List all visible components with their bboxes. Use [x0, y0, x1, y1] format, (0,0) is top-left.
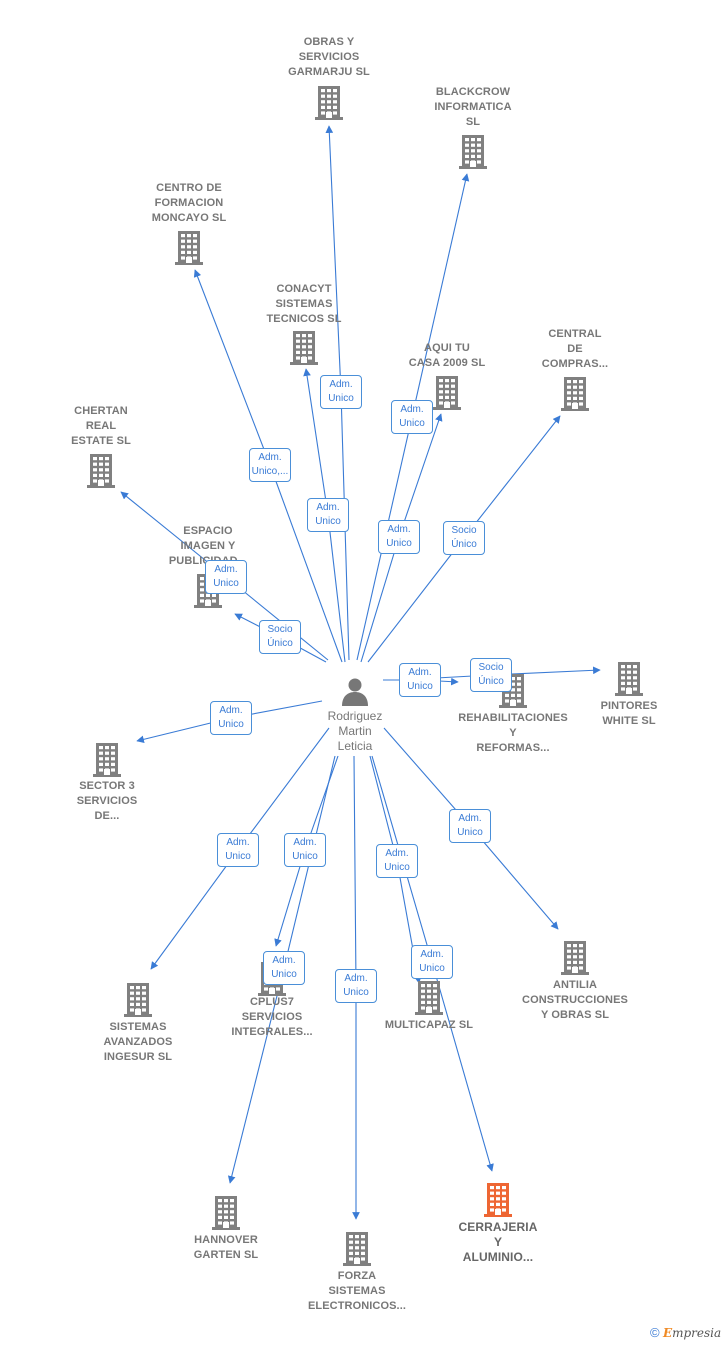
company-label[interactable]: HANNOVER GARTEN SL — [193, 1234, 259, 1261]
building-icon[interactable] — [264, 83, 394, 123]
building-icon[interactable] — [510, 941, 640, 975]
company-node-conacyt[interactable]: CONACYT SISTEMAS TECNICOS SL — [239, 282, 369, 365]
relation-badge-pintores[interactable]: Socio Único — [470, 658, 512, 692]
company-node-rehab[interactable]: REHABILITACIONES Y REFORMAS... — [448, 671, 578, 756]
company-label[interactable]: CONACYT SISTEMAS TECNICOS SL — [266, 283, 342, 325]
person-icon[interactable] — [315, 676, 395, 706]
company-node-blackcrow[interactable]: BLACKCROW INFORMATICA SL — [408, 85, 538, 169]
company-label[interactable]: MULTICAPAZ SL — [384, 1019, 474, 1031]
company-label[interactable]: CPLUS7 SERVICIOS INTEGRALES... — [231, 996, 313, 1038]
company-node-obras[interactable]: OBRAS Y SERVICIOS GARMARJU SL — [264, 35, 394, 120]
relation-badge-obras[interactable]: Adm. Unico — [320, 375, 362, 409]
company-node-forza[interactable]: FORZA SISTEMAS ELECTRONICOS... — [292, 1229, 422, 1314]
relation-badge-centro[interactable]: Adm. Unico,... — [249, 448, 291, 482]
company-node-chertan[interactable]: CHERTAN REAL ESTATE SL — [36, 404, 166, 488]
company-node-aquitu[interactable]: AQUI TU CASA 2009 SL — [382, 341, 512, 410]
building-icon[interactable] — [124, 228, 254, 268]
building-icon[interactable] — [36, 451, 166, 491]
relation-badge-multicapaz[interactable]: Adm. Unico — [376, 844, 418, 878]
building-icon[interactable] — [73, 983, 203, 1017]
company-node-central[interactable]: CENTRAL DE COMPRAS... — [510, 327, 640, 411]
person-label[interactable]: Rodriguez Martin Leticia — [327, 709, 383, 753]
company-label[interactable]: CENTRAL DE COMPRAS... — [541, 328, 609, 370]
building-icon[interactable] — [292, 1232, 422, 1266]
company-label[interactable]: CHERTAN REAL ESTATE SL — [71, 405, 131, 447]
brand-logo: Empresia — [662, 1326, 722, 1340]
company-node-sector3[interactable]: SECTOR 3 SERVICIOS DE... — [42, 740, 172, 824]
building-icon[interactable] — [382, 373, 512, 413]
company-node-cerrajeria[interactable]: CERRAJERIA Y ALUMINIO... — [433, 1180, 563, 1265]
company-label[interactable]: SECTOR 3 SERVICIOS DE... — [76, 780, 138, 822]
relation-badge-espacio[interactable]: Socio Único — [259, 620, 301, 654]
relation-badge-hannover[interactable]: Adm. Unico — [263, 951, 305, 985]
relation-badge-aquitu[interactable]: Adm. Unico — [378, 520, 420, 554]
company-label[interactable]: CENTRO DE FORMACION MONCAYO SL — [151, 182, 227, 224]
relation-badge-blackcrow[interactable]: Adm. Unico — [391, 400, 433, 434]
relation-badge-sistemas[interactable]: Adm. Unico — [217, 833, 259, 867]
company-node-sistemas[interactable]: SISTEMAS AVANZADOS INGESUR SL — [73, 980, 203, 1065]
building-icon[interactable] — [408, 132, 538, 172]
relation-badge-chertan[interactable]: Adm. Unico — [205, 560, 247, 594]
building-icon[interactable] — [448, 674, 578, 708]
building-icon[interactable] — [161, 1196, 291, 1230]
company-label[interactable]: ANTILIA CONSTRUCCIONES Y OBRAS SL — [522, 979, 628, 1021]
company-label[interactable]: CERRAJERIA Y ALUMINIO... — [458, 1220, 538, 1264]
copyright-symbol: © — [650, 1325, 660, 1340]
relation-badge-central[interactable]: Socio Único — [443, 521, 485, 555]
building-icon[interactable] — [239, 328, 369, 368]
brand-watermark: © Empresia — [650, 1325, 721, 1340]
relation-badge-cplus7[interactable]: Adm. Unico — [284, 833, 326, 867]
building-icon[interactable] — [364, 981, 494, 1015]
company-node-pintores[interactable]: PINTORES WHITE SL — [564, 659, 694, 729]
company-node-hannover[interactable]: HANNOVER GARTEN SL — [161, 1193, 291, 1263]
company-node-centro[interactable]: CENTRO DE FORMACION MONCAYO SL — [124, 181, 254, 265]
relation-badge-sector3[interactable]: Adm. Unico — [210, 701, 252, 735]
building-icon[interactable] — [564, 662, 694, 696]
company-label[interactable]: BLACKCROW INFORMATICA SL — [434, 86, 512, 128]
relation-badge-forza[interactable]: Adm. Unico — [335, 969, 377, 1003]
building-icon[interactable] — [510, 374, 640, 414]
company-label[interactable]: REHABILITACIONES Y REFORMAS... — [458, 712, 568, 754]
company-label[interactable]: OBRAS Y SERVICIOS GARMARJU SL — [288, 36, 370, 78]
building-icon[interactable] — [42, 743, 172, 777]
relation-badge-cerrajeria[interactable]: Adm. Unico — [411, 945, 453, 979]
relation-badge-rehab[interactable]: Adm. Unico — [399, 663, 441, 697]
company-label[interactable]: FORZA SISTEMAS ELECTRONICOS... — [307, 1270, 407, 1312]
building-icon-highlight[interactable] — [433, 1183, 563, 1217]
company-label[interactable]: AQUI TU CASA 2009 SL — [408, 342, 486, 369]
relation-badge-antilia[interactable]: Adm. Unico — [449, 809, 491, 843]
person-node[interactable]: Rodriguez Martin Leticia — [315, 676, 395, 754]
company-node-antilia[interactable]: ANTILIA CONSTRUCCIONES Y OBRAS SL — [510, 938, 640, 1023]
company-node-multicapaz[interactable]: MULTICAPAZ SL — [364, 978, 494, 1033]
relation-badge-conacyt[interactable]: Adm. Unico — [307, 498, 349, 532]
company-label[interactable]: PINTORES WHITE SL — [600, 700, 658, 727]
company-label[interactable]: SISTEMAS AVANZADOS INGESUR SL — [103, 1021, 173, 1063]
